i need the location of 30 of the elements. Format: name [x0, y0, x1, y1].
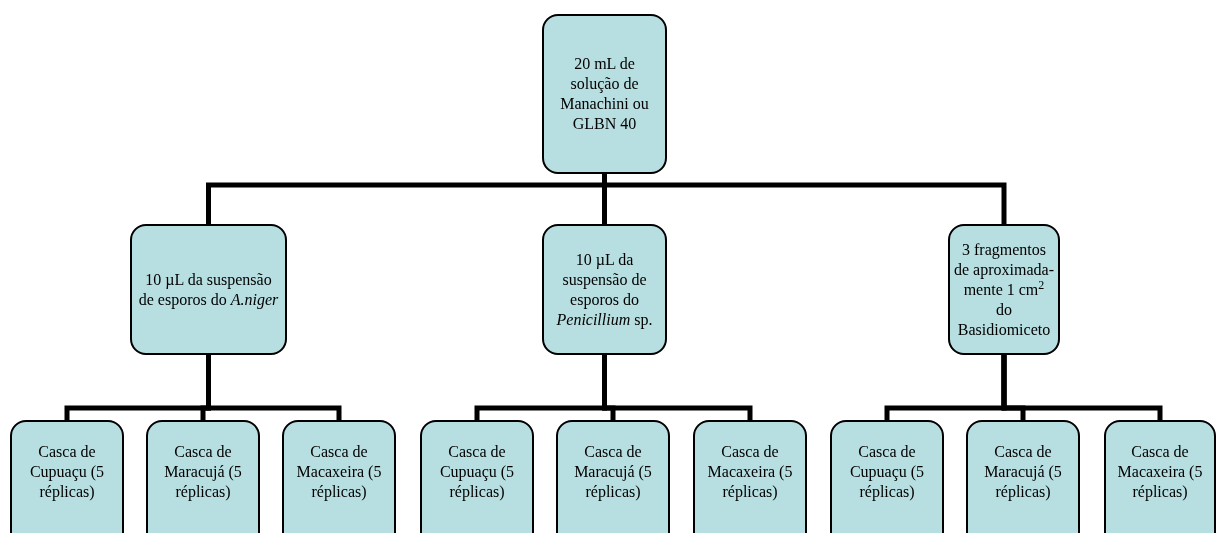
box-text: Casca de Maracujá (5 réplicas) [983, 442, 1063, 502]
process-box [10, 420, 124, 533]
box-text: Casca de Macaxeira (5 réplicas) [1116, 442, 1204, 502]
connector-line [602, 174, 1007, 224]
box-text: Casca de Macaxeira (5 réplicas) [706, 442, 794, 502]
connector-line [1001, 355, 1163, 420]
process-box [542, 224, 667, 355]
box-text: 20 mL de solução de Manachini ou GLBN 40 [559, 54, 650, 134]
process-box [542, 14, 667, 174]
box-text: Casca de Macaxeira (5 réplicas) [295, 442, 383, 502]
box-text: 10 µL da suspensão de esporos do A.niger [137, 269, 280, 310]
connector-line [602, 355, 753, 420]
process-box [420, 420, 534, 533]
box-text: Casca de Cupuaçu (5 réplicas) [438, 442, 516, 502]
process-box [556, 420, 670, 533]
process-box [693, 420, 807, 533]
box-text: 3 fragmentos de aproximada-mente 1 cm$^{2}$ do Basidiomiceto [954, 239, 1054, 340]
process-box [130, 224, 287, 355]
process-box [282, 420, 396, 533]
box-text: Casca de Maracujá (5 réplicas) [163, 442, 243, 502]
box-text: Casca de Maracujá (5 réplicas) [573, 442, 653, 502]
process-box [830, 420, 944, 533]
box-text: Casca de Cupuaçu (5 réplicas) [28, 442, 106, 502]
box-text: Casca de Cupuaçu (5 réplicas) [848, 442, 926, 502]
process-box [1104, 420, 1216, 533]
box-text: 10 µL da suspensão de esporos do Penicillium sp. [555, 249, 654, 330]
process-box [146, 420, 260, 533]
process-box [948, 224, 1060, 355]
process-box [966, 420, 1080, 533]
connector-line [206, 355, 342, 420]
